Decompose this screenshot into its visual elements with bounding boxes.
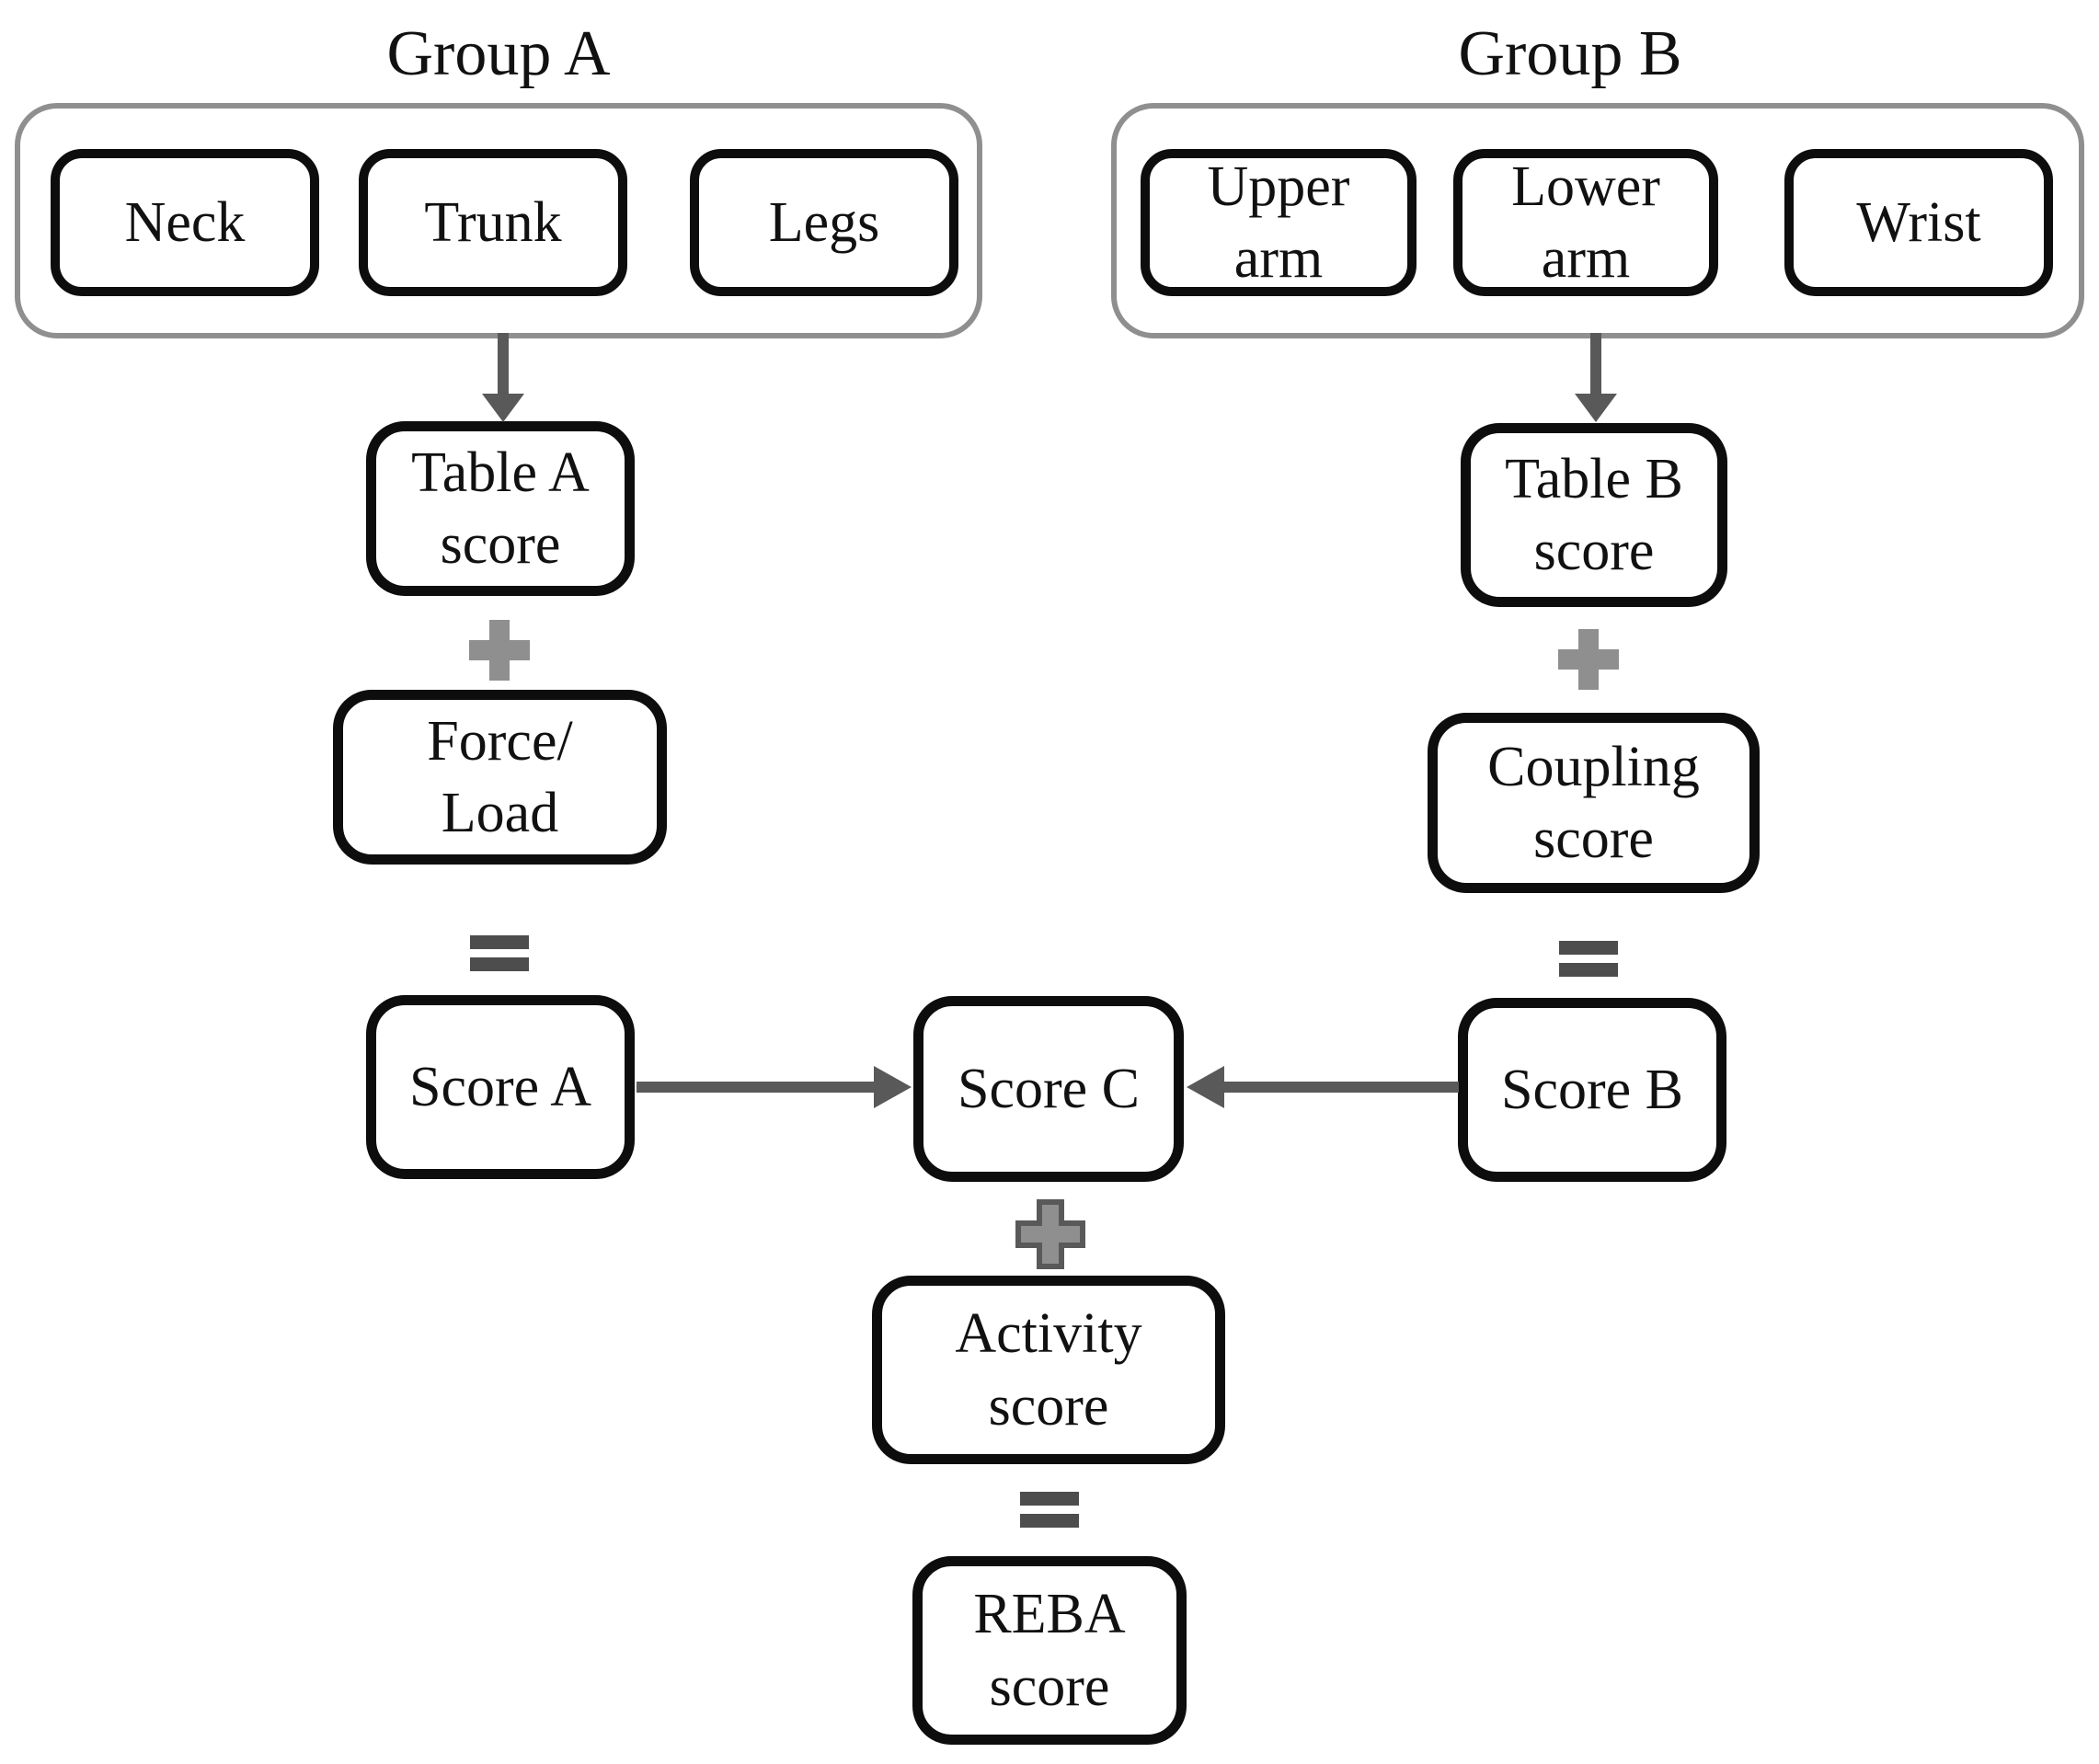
- node-lower-arm: Lower arm: [1453, 149, 1718, 296]
- node-coupling-score: Coupling score: [1428, 713, 1760, 893]
- node-table-b-score: Table B score: [1461, 423, 1727, 607]
- plus-icon-center: [1015, 1199, 1085, 1269]
- node-legs: Legs: [690, 149, 958, 296]
- node-score-b: Score B: [1458, 998, 1726, 1182]
- node-upper-arm: Upper arm: [1141, 149, 1417, 296]
- equals-icon-right: [1559, 941, 1618, 977]
- equals-icon-left: [470, 935, 529, 971]
- node-neck: Neck: [51, 149, 319, 296]
- arrow-score-b-to-score-c-icon: [1187, 1066, 1459, 1108]
- arrow-score-a-to-score-c-icon: [637, 1066, 912, 1108]
- node-activity-score: Activity score: [872, 1276, 1225, 1464]
- group-a-title: Group A: [386, 18, 611, 89]
- node-reba-score: REBA score: [912, 1556, 1187, 1745]
- node-score-a: Score A: [366, 995, 635, 1179]
- node-table-a-score: Table A score: [366, 421, 635, 596]
- node-score-c: Score C: [913, 996, 1184, 1182]
- equals-icon-center: [1020, 1492, 1079, 1528]
- arrow-down-group-b-icon: [1575, 333, 1617, 422]
- node-force-load: Force/ Load: [333, 690, 667, 865]
- plus-icon-left: [469, 620, 530, 681]
- node-wrist: Wrist: [1784, 149, 2053, 296]
- node-trunk: Trunk: [359, 149, 627, 296]
- plus-icon-right: [1558, 629, 1619, 690]
- group-b-title: Group B: [1458, 18, 1682, 89]
- arrow-down-group-a-icon: [482, 333, 524, 422]
